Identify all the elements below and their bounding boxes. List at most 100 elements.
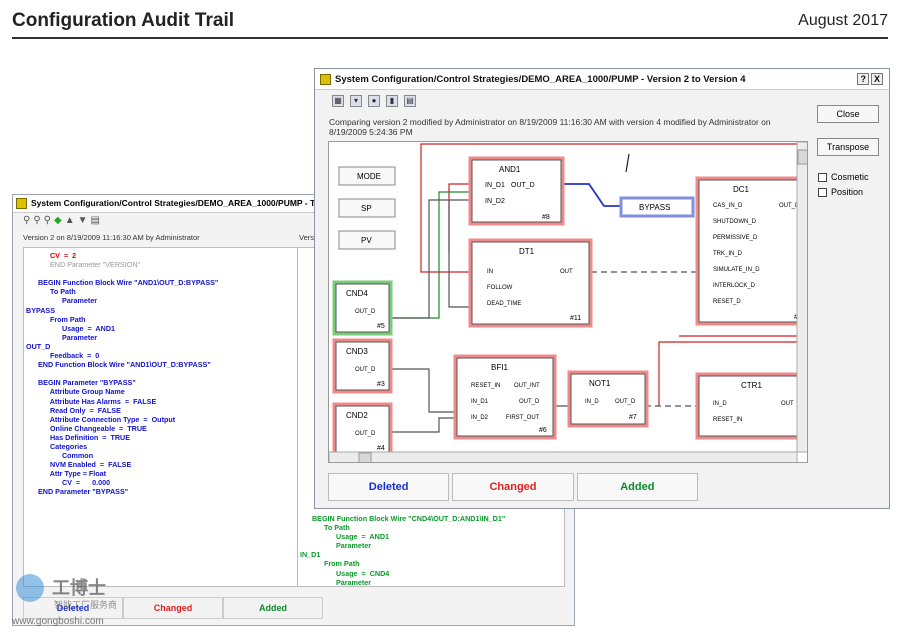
page-title: Configuration Audit Trail <box>12 10 234 31</box>
graphical-compare-window: System Configuration/Control Strategies/… <box>314 68 890 509</box>
code-line: Usage = AND1 <box>26 323 116 333</box>
code-line: To Path <box>26 287 76 297</box>
next-change-icon[interactable]: ▾ <box>350 95 362 107</box>
grid-icon[interactable]: ▦ <box>332 95 344 107</box>
code-line: From Path <box>26 314 86 324</box>
wire-cnd3 <box>389 368 457 413</box>
version-left-label: Version 2 on 8/19/2009 11:16:30 AM by Ad… <box>23 233 200 242</box>
legend-changed: Changed <box>452 473 574 501</box>
code-line: NVM Enabled = FALSE <box>26 460 132 470</box>
legend-deleted: Deleted <box>23 597 123 619</box>
position-checkbox[interactable]: Position <box>818 187 863 197</box>
find-prev-icon[interactable]: ⚲ <box>43 215 54 226</box>
print-icon[interactable]: ▤ <box>404 95 416 107</box>
wire-red-right <box>658 341 797 406</box>
code-line: END Parameter "BYPASS" <box>26 487 129 497</box>
not1-in: IN_D <box>585 399 599 405</box>
watermark-brand: 工博士 <box>52 577 106 598</box>
dt1-port-2: DEAD_TIME <box>487 301 521 307</box>
dt1-port-1: FOLLOW <box>487 285 513 291</box>
zoom-icon[interactable]: ● <box>368 95 380 107</box>
wires <box>389 143 797 433</box>
version-right-label: Versi <box>299 233 316 242</box>
code-line <box>26 269 295 278</box>
bfi1-out-0: OUT_INT <box>514 383 540 389</box>
code-line: To Path <box>300 523 350 533</box>
position-label: Position <box>831 187 864 197</box>
bfi1-in-0: RESET_IN <box>471 383 500 389</box>
block-not1: NOT1 IN_D OUT_D #7 <box>567 370 649 428</box>
dc1-port-0: CAS_IN_D <box>713 203 743 209</box>
wire-cnd2 <box>389 417 457 433</box>
cnd4-port: OUT_D <box>355 309 376 315</box>
page-icon[interactable]: ▮ <box>386 95 398 107</box>
app-icon <box>16 198 27 209</box>
find-next-icon[interactable]: ⚲ <box>33 215 44 226</box>
block-and1: AND1 IN_D1 IN_D2 OUT_D #8 <box>468 156 565 226</box>
next-change-icon[interactable]: ◆ <box>53 215 65 226</box>
code-line: END Parameter "VERSION" <box>26 260 141 270</box>
block-cnd4: CND4 OUT_D #5 <box>332 280 393 336</box>
code-line: Attribute Connection Type = Output <box>26 414 176 424</box>
left-text-pane[interactable]: CV = 2 END Parameter "VERSION" BEGIN Fun… <box>23 247 298 587</box>
bfi1-num: #6 <box>539 427 547 434</box>
graphical-window-title: System Configuration/Control Strategies/… <box>335 74 746 85</box>
code-line: Parameter <box>300 541 372 551</box>
cosmetic-checkbox-box[interactable] <box>818 172 827 182</box>
code-line: CV = 2 <box>26 251 77 260</box>
bfi1-out-2: FIRST_OUT <box>506 415 540 421</box>
cnd3-num: #3 <box>377 381 385 388</box>
and1-in1: IN_D1 <box>485 182 505 189</box>
code-line: OUT_D <box>26 341 51 351</box>
code-line: Parameter <box>26 296 98 306</box>
dt1-name: DT1 <box>519 247 535 256</box>
input-mode: MODE <box>338 166 396 186</box>
dc1-port-6: RESET_D <box>713 299 741 305</box>
dt1-out: OUT <box>560 269 573 275</box>
cosmetic-label: Cosmetic <box>831 172 869 182</box>
bypass-param: BYPASS <box>619 196 695 218</box>
code-line: Attr Type = Float <box>26 469 107 479</box>
input-sp: SP <box>338 198 396 218</box>
textual-legend: Deleted Changed Added <box>23 597 323 619</box>
and1-name: AND1 <box>499 165 521 174</box>
wire-bypass-blue <box>563 183 624 207</box>
code-line: Read Only = FALSE <box>26 405 121 415</box>
right-code: BEGIN Function Block Wire "CND4\OUT_D:AN… <box>298 511 507 587</box>
dt1-num: #11 <box>570 315 581 322</box>
code-line: Attribute Has Alarms = FALSE <box>26 396 157 406</box>
wire-cnd4-and1 <box>389 199 474 319</box>
close-button[interactable]: Close <box>817 105 879 123</box>
dc1-port-2: PERMISSIVE_D <box>713 235 758 241</box>
binoculars-icon[interactable]: ⚲ <box>23 215 34 226</box>
code-line: CV = 0.000 <box>26 478 111 488</box>
down-icon[interactable]: ▼ <box>77 215 91 226</box>
code-line: Usage = CND4 <box>300 568 390 578</box>
watermark-url: www.gongboshi.com <box>11 616 104 627</box>
code-line: Common <box>26 451 94 461</box>
code-line: From Path <box>300 559 360 569</box>
dc1-name: DC1 <box>733 185 750 194</box>
dc1-port-1: SHUTDOWN_D <box>713 219 757 225</box>
page-date: August 2017 <box>798 12 888 29</box>
help-button[interactable]: ? <box>857 73 869 85</box>
code-line: Parameter <box>300 577 372 587</box>
textual-toolbar: ⚲⚲⚲◆▲▼▤ <box>13 213 574 231</box>
and1-num: #8 <box>542 214 550 221</box>
dc1-port-4: SIMULATE_IN_D <box>713 267 760 273</box>
position-checkbox-box[interactable] <box>818 187 827 197</box>
function-block-diagram[interactable]: MODE SP PV AND1 IN_D1 IN_D2 OUT_D #8 <box>328 141 808 463</box>
not1-num: #7 <box>629 414 637 421</box>
graphical-window-titlebar[interactable]: System Configuration/Control Strategies/… <box>315 69 889 90</box>
transpose-button[interactable]: Transpose <box>817 138 879 156</box>
left-code: CV = 2 END Parameter "VERSION" BEGIN Fun… <box>24 248 297 500</box>
and1-out: OUT_D <box>511 182 535 189</box>
print-icon[interactable]: ▤ <box>90 215 103 226</box>
code-line: END Function Block Wire "AND1\OUT_D:BYPA… <box>26 360 211 370</box>
cosmetic-checkbox[interactable]: Cosmetic <box>818 172 869 182</box>
cnd4-name: CND4 <box>346 289 368 298</box>
compare-description: Comparing version 2 modified by Administ… <box>329 117 771 137</box>
window-close-button[interactable]: X <box>870 73 883 85</box>
up-icon[interactable]: ▲ <box>64 215 78 226</box>
code-line: Online Changeable = TRUE <box>26 423 147 433</box>
